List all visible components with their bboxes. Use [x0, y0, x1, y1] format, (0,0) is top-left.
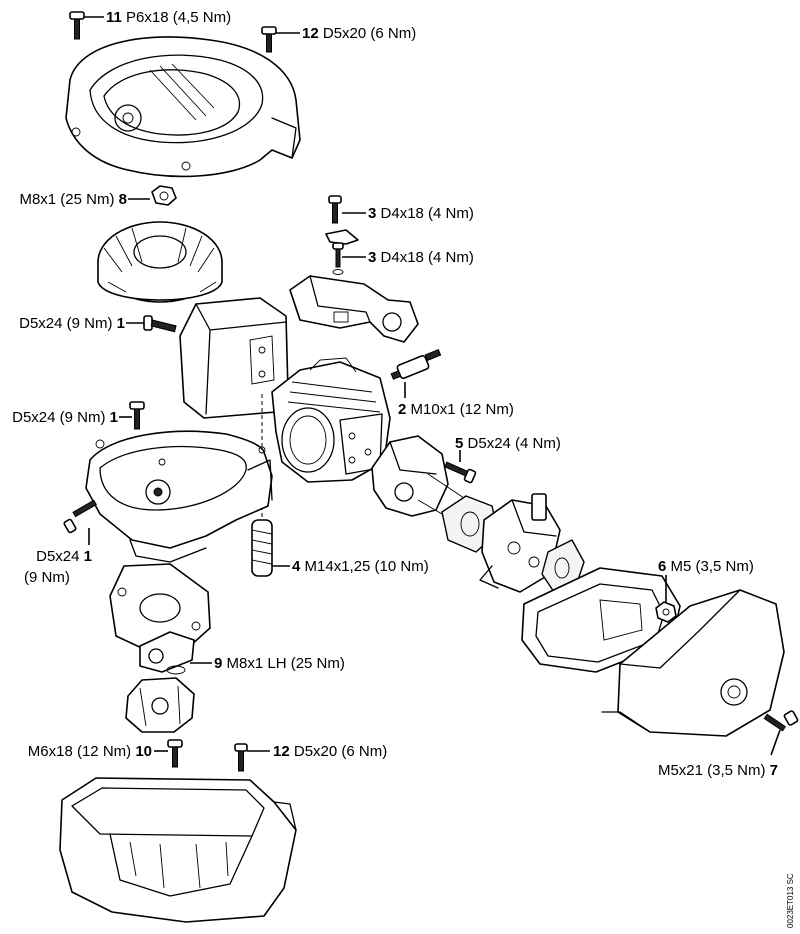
air-filter-cover-part	[601, 589, 785, 737]
nut-8-part	[151, 185, 177, 206]
callout-7: M5x21 (3,5 Nm) 7	[658, 762, 778, 779]
callout-2: 2 M10x1 (12 Nm)	[398, 401, 514, 418]
callout-6: 6 M5 (3,5 Nm)	[658, 558, 754, 575]
ignition-module-part	[289, 275, 419, 343]
nut-6-part	[655, 601, 677, 623]
intake-manifold-part	[371, 435, 471, 529]
screw-12-top-part	[261, 26, 277, 53]
callout-11: 11 P6x18 (4,5 Nm)	[106, 9, 231, 26]
screw-1a-part	[143, 315, 177, 333]
drawing-code: 0023ET013 SC	[786, 873, 795, 928]
bottom-housing-part	[59, 777, 297, 923]
screw-11-part	[69, 11, 85, 40]
screw-3a-part	[325, 195, 359, 245]
callout-10: M6x18 (12 Nm) 10	[28, 743, 152, 760]
callout-1-lower-torque: (9 Nm)	[24, 569, 70, 586]
screw-1b-part	[129, 401, 145, 430]
callout-9: 9 M8x1 LH (25 Nm)	[214, 655, 345, 672]
callout-1-lower: D5x24 1	[36, 548, 92, 565]
callout-3-upper: 3 D4x18 (4 Nm)	[368, 205, 474, 222]
screw-10-part	[167, 739, 183, 768]
flywheel-part	[97, 221, 223, 303]
callout-8: M8x1 (25 Nm) 8	[19, 191, 127, 208]
screw-7-part	[763, 710, 799, 732]
leader-lines	[84, 16, 781, 756]
spark-plug-part	[390, 348, 442, 380]
clutch-shoes-part	[125, 677, 195, 733]
callout-5: 5 D5x24 (4 Nm)	[455, 435, 561, 452]
screw-12-bottom-part	[234, 743, 248, 772]
callout-12-top: 12 D5x20 (6 Nm)	[302, 25, 416, 42]
crankcase-part	[85, 430, 273, 563]
callout-3-lower: 3 D4x18 (4 Nm)	[368, 249, 474, 266]
muffler-part	[179, 297, 289, 419]
screw-3b-part	[332, 242, 344, 275]
stud-4-part	[251, 519, 273, 577]
screw-5-part	[444, 461, 477, 484]
callout-1-middle: D5x24 (9 Nm) 1	[12, 409, 118, 426]
clutch-carrier-part	[109, 563, 211, 651]
nut-9-part	[139, 631, 195, 675]
screw-1c-part	[63, 499, 97, 534]
fan-housing-part	[65, 36, 301, 178]
cylinder-part	[271, 357, 391, 483]
callout-4: 4 M14x1,25 (10 Nm)	[292, 558, 429, 575]
callout-12-bottom: 12 D5x20 (6 Nm)	[273, 743, 387, 760]
callout-1-upper: D5x24 (9 Nm) 1	[19, 315, 125, 332]
